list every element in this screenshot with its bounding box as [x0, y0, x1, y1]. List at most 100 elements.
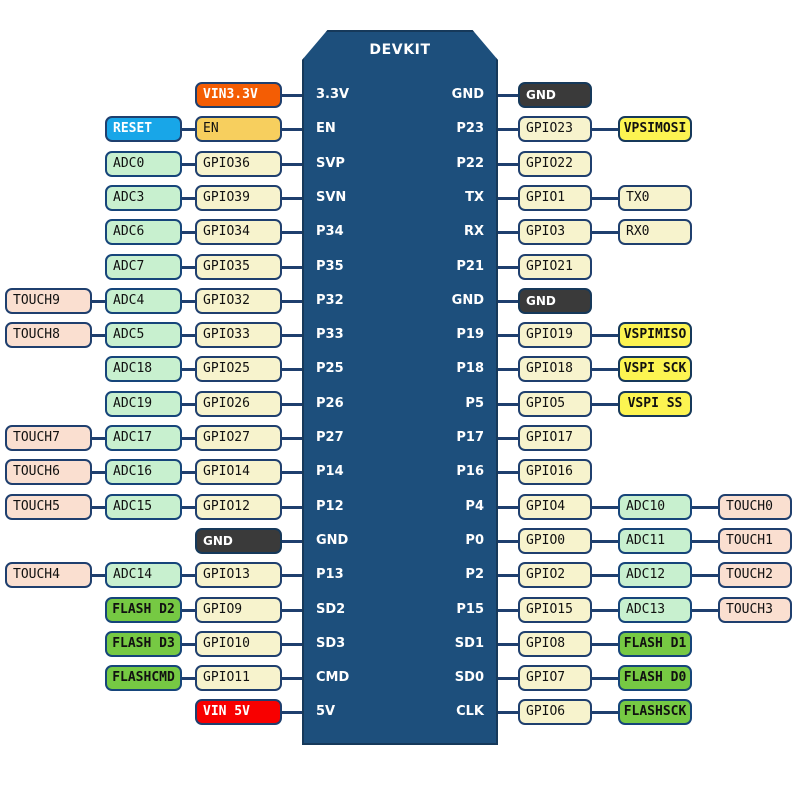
flash-box[interactable]: FLASH D3 — [105, 631, 182, 657]
gpio-box[interactable]: GPIO9 — [195, 597, 282, 623]
gpio-box[interactable]: GPIO3 — [518, 219, 592, 245]
gpio-box[interactable]: GPIO21 — [518, 254, 592, 280]
touch-box[interactable]: TOUCH5 — [5, 494, 92, 520]
flash-box[interactable]: FLASH D2 — [105, 597, 182, 623]
gpio-box[interactable]: GPIO36 — [195, 151, 282, 177]
gpio-box[interactable]: GPIO32 — [195, 288, 282, 314]
flash-box[interactable]: FLASHSCK — [618, 699, 692, 725]
adc-box[interactable]: ADC5 — [105, 322, 182, 348]
gpio-box[interactable]: GPIO25 — [195, 356, 282, 382]
adc-box[interactable]: ADC12 — [618, 562, 692, 588]
gpio-box[interactable]: GPIO7 — [518, 665, 592, 691]
gpio-box[interactable]: GPIO35 — [195, 254, 282, 280]
gnd-box[interactable]: GND — [195, 528, 282, 554]
vin33-box[interactable]: VIN3.3V — [195, 82, 282, 108]
touch-box[interactable]: TOUCH9 — [5, 288, 92, 314]
gpio-box[interactable]: GPIO39 — [195, 185, 282, 211]
touch-box[interactable]: TOUCH8 — [5, 322, 92, 348]
flash-box[interactable]: FLASH D1 — [618, 631, 692, 657]
touch-box[interactable]: TOUCH3 — [718, 597, 792, 623]
vspi-box[interactable]: VSPI SCK — [618, 356, 692, 382]
connector-wire — [282, 266, 302, 269]
adc-box[interactable]: ADC19 — [105, 391, 182, 417]
adc-box[interactable]: ADC10 — [618, 494, 692, 520]
connector-wire — [592, 128, 618, 131]
gpio-box[interactable]: GPIO4 — [518, 494, 592, 520]
connector-wire — [92, 334, 105, 337]
adc-box[interactable]: ADC11 — [618, 528, 692, 554]
gpio-box[interactable]: GPIO1 — [518, 185, 592, 211]
gpio-box[interactable]: GPIO22 — [518, 151, 592, 177]
connector-wire — [592, 643, 618, 646]
gpio-box[interactable]: GPIO18 — [518, 356, 592, 382]
touch-box[interactable]: TOUCH2 — [718, 562, 792, 588]
connector-wire — [592, 368, 618, 371]
vspi-box[interactable]: VSPIMISO — [618, 322, 692, 348]
gpio-box[interactable]: GPIO0 — [518, 528, 592, 554]
connector-wire — [498, 300, 518, 303]
adc-box[interactable]: ADC14 — [105, 562, 182, 588]
board-title: DEVKIT — [369, 42, 431, 58]
gpio-box[interactable]: GPIO26 — [195, 391, 282, 417]
adc-box[interactable]: ADC7 — [105, 254, 182, 280]
touch-box[interactable]: TOUCH1 — [718, 528, 792, 554]
adc-box[interactable]: ADC18 — [105, 356, 182, 382]
gpio-box[interactable]: GPIO10 — [195, 631, 282, 657]
gpio-box[interactable]: GPIO2 — [518, 562, 592, 588]
touch-box[interactable]: TOUCH0 — [718, 494, 792, 520]
flash-box[interactable]: FLASH D0 — [618, 665, 692, 691]
connector-wire — [498, 128, 518, 131]
adc-box[interactable]: ADC0 — [105, 151, 182, 177]
gpio-box[interactable]: GPIO13 — [195, 562, 282, 588]
touch-box[interactable]: TOUCH7 — [5, 425, 92, 451]
gpio-box[interactable]: GPIO33 — [195, 322, 282, 348]
touch-box[interactable]: TOUCH6 — [5, 459, 92, 485]
pin-label: SVN — [316, 190, 347, 205]
connector-wire — [182, 574, 195, 577]
adc-box[interactable]: ADC4 — [105, 288, 182, 314]
connector-wire — [182, 197, 195, 200]
adc-box[interactable]: ADC3 — [105, 185, 182, 211]
adc-box[interactable]: ADC6 — [105, 219, 182, 245]
adc-box[interactable]: ADC15 — [105, 494, 182, 520]
gpio-box[interactable]: RX0 — [618, 219, 692, 245]
gpio-box[interactable]: GPIO14 — [195, 459, 282, 485]
touch-box[interactable]: TOUCH4 — [5, 562, 92, 588]
adc-box[interactable]: ADC16 — [105, 459, 182, 485]
gpio-box[interactable]: GPIO27 — [195, 425, 282, 451]
pin-label: P23 — [456, 121, 484, 136]
gpio-box[interactable]: GPIO12 — [195, 494, 282, 520]
reset-box[interactable]: RESET — [105, 116, 182, 142]
pin-label: 3.3V — [316, 87, 350, 102]
connector-wire — [282, 437, 302, 440]
connector-wire — [282, 711, 302, 714]
connector-wire — [498, 266, 518, 269]
gpio-box[interactable]: GPIO34 — [195, 219, 282, 245]
gpio-box[interactable]: GPIO11 — [195, 665, 282, 691]
gnd-box[interactable]: GND — [518, 82, 592, 108]
vspi-box[interactable]: VPSIMOSI — [618, 116, 692, 142]
gnd-box[interactable]: GND — [518, 288, 592, 314]
connector-wire — [498, 574, 518, 577]
pin-label: SD2 — [316, 602, 346, 617]
gpio-box[interactable]: GPIO17 — [518, 425, 592, 451]
gpio-box[interactable]: GPIO23 — [518, 116, 592, 142]
gpio-box[interactable]: GPIO19 — [518, 322, 592, 348]
adc-box[interactable]: ADC17 — [105, 425, 182, 451]
gpio-box[interactable]: GPIO6 — [518, 699, 592, 725]
gpio-box[interactable]: TX0 — [618, 185, 692, 211]
gpio-box[interactable]: GPIO16 — [518, 459, 592, 485]
vspi-box[interactable]: VSPI SS — [618, 391, 692, 417]
vin5-box[interactable]: VIN 5V — [195, 699, 282, 725]
gpio-box[interactable]: GPIO5 — [518, 391, 592, 417]
gpio-box[interactable]: GPIO15 — [518, 597, 592, 623]
pin-label: SD3 — [316, 636, 346, 651]
flash-box[interactable]: FLASHCMD — [105, 665, 182, 691]
connector-wire — [282, 677, 302, 680]
en-box[interactable]: EN — [195, 116, 282, 142]
adc-box[interactable]: ADC13 — [618, 597, 692, 623]
pin-label: 5V — [316, 704, 336, 719]
gpio-box[interactable]: GPIO8 — [518, 631, 592, 657]
pin-label: TX — [465, 190, 484, 205]
